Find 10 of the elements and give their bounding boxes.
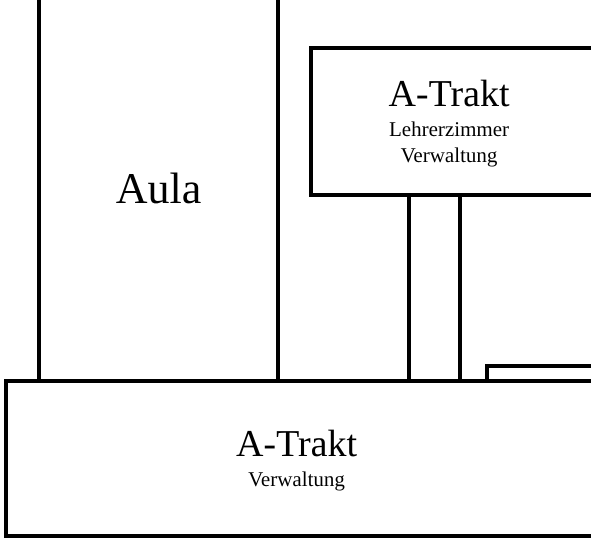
wing-title: A-Trakt (388, 74, 510, 116)
building-wing (4, 379, 591, 538)
building-wing (309, 46, 591, 197)
hall-room (37, 0, 280, 379)
empty-box (485, 364, 591, 379)
wing-title: A-Trakt (236, 424, 358, 466)
room-name: Aula (116, 165, 202, 214)
room-list: Verwaltung (248, 466, 345, 493)
room-list: Lehrerzimmer Verwaltung (369, 116, 529, 169)
corridor (407, 197, 462, 379)
